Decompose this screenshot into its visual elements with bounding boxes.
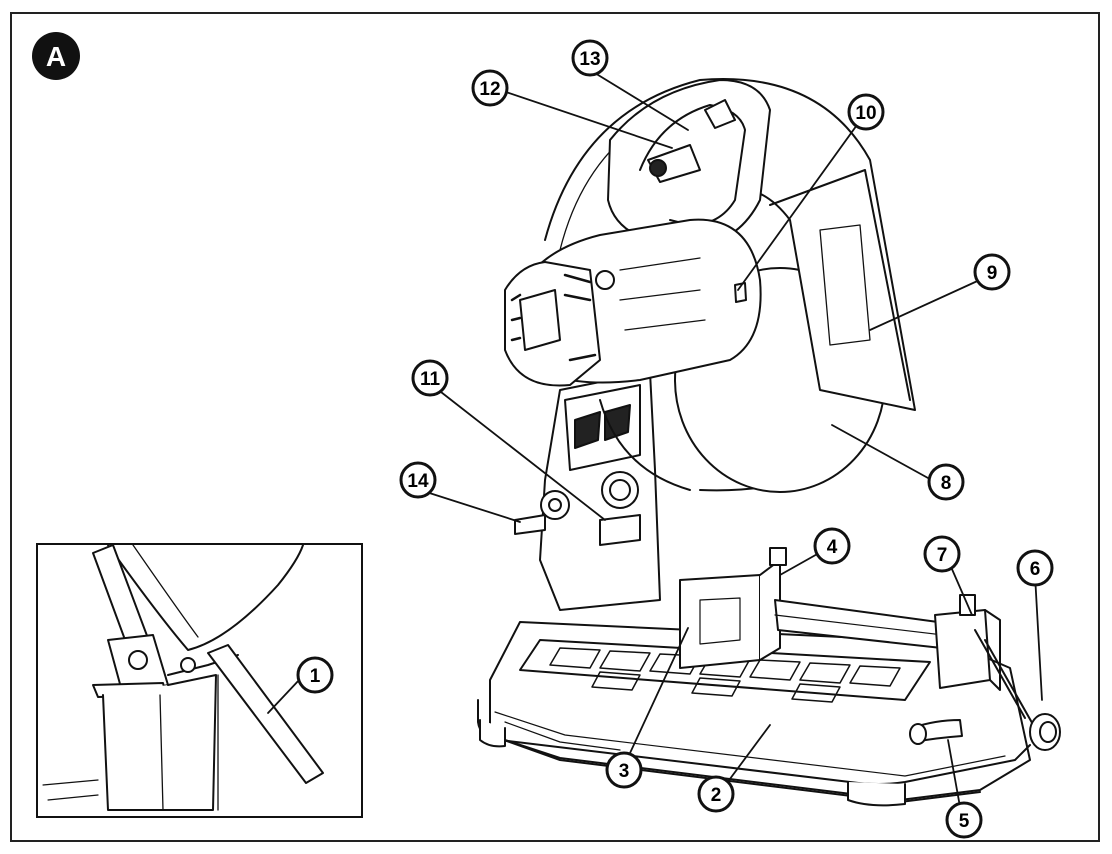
callout-6: 6 — [1016, 549, 1054, 587]
callout-7-label: 7 — [937, 545, 948, 566]
callout-11-label: 11 — [420, 369, 441, 390]
callout-4: 4 — [813, 527, 851, 565]
callout-6-label: 6 — [1030, 559, 1041, 580]
callout-14-label: 14 — [407, 471, 429, 492]
callout-2-label: 2 — [711, 785, 722, 806]
callout-12-label: 12 — [479, 79, 500, 100]
figure-badge-label: A — [46, 41, 66, 72]
callout-5-label: 5 — [959, 811, 970, 832]
callout-3: 3 — [605, 751, 643, 789]
callout-8-label: 8 — [941, 473, 952, 494]
inset-detail-drawing: 1 — [42, 545, 334, 811]
callout-13-label: 13 — [579, 49, 600, 70]
handle — [607, 79, 771, 246]
callout-3-label: 3 — [619, 761, 630, 782]
vise — [679, 547, 1061, 751]
figure-badge: A — [32, 32, 80, 80]
callout-9-label: 9 — [987, 263, 998, 284]
callout-10-label: 10 — [855, 103, 876, 124]
figure-frame — [10, 12, 1100, 842]
callout-11: 11 — [411, 359, 449, 397]
callout-2: 2 — [697, 775, 735, 813]
callout-4-label: 4 — [827, 537, 838, 558]
inset-detail: 1 — [36, 543, 363, 818]
callout-8: 8 — [927, 463, 965, 501]
callout-1-label: 1 — [310, 666, 321, 687]
leader-lines — [419, 69, 1043, 819]
callout-10: 10 — [847, 93, 885, 131]
pivot-arm — [514, 371, 661, 611]
callout-12: 12 — [471, 69, 509, 107]
callout-13: 13 — [571, 39, 609, 77]
callout-14: 14 — [399, 461, 437, 499]
callout-7: 7 — [923, 535, 961, 573]
motor — [504, 218, 762, 387]
callout-1: 1 — [296, 656, 334, 694]
callout-5: 5 — [945, 801, 983, 839]
callout-9: 9 — [973, 253, 1011, 291]
